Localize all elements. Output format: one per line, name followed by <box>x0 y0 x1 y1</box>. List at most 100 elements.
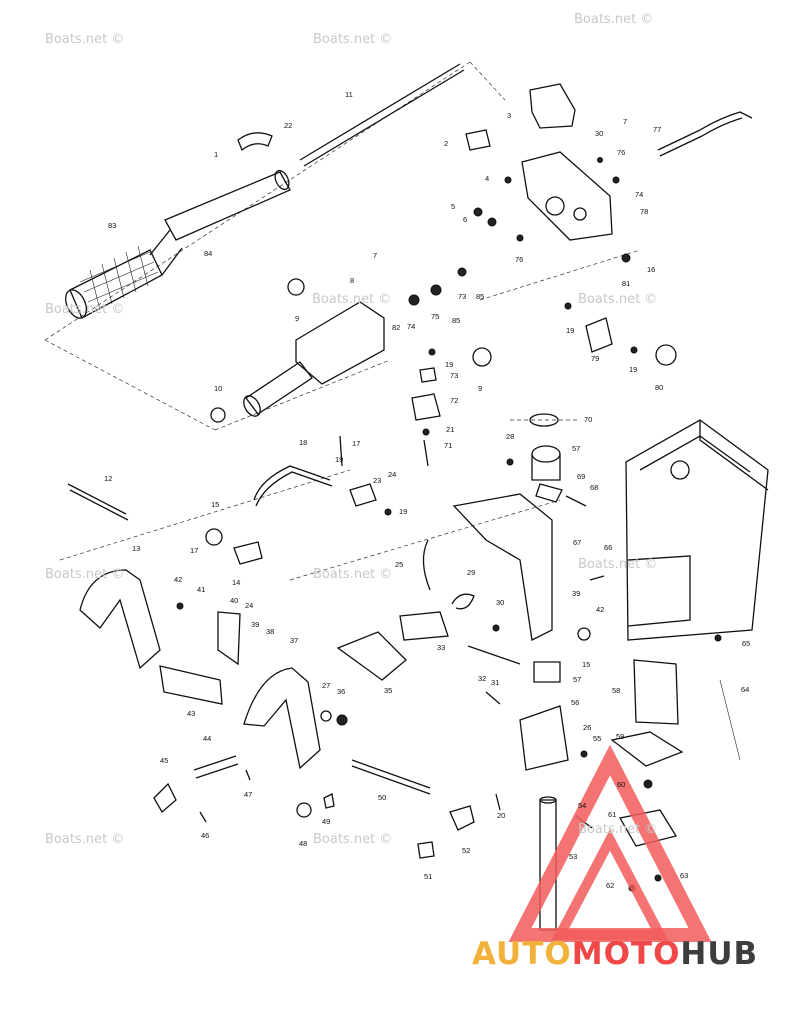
callout-74: 74 <box>635 190 643 199</box>
callout-21: 21 <box>446 425 454 434</box>
tiller-shaft-assembly <box>65 63 465 319</box>
callout-73: 73 <box>450 371 458 380</box>
watermark-text: Boats.net © <box>574 12 653 27</box>
callout-9: 9 <box>478 384 482 393</box>
watermark-text: Boats.net © <box>578 557 657 572</box>
watermark-text: Boats.net © <box>45 302 124 317</box>
brand-part-hub: HUB <box>680 936 759 972</box>
callout-61: 61 <box>608 810 616 819</box>
watermark-text: Boats.net © <box>313 832 392 847</box>
callout-24: 24 <box>245 601 253 610</box>
callout-8: 8 <box>350 276 354 285</box>
callout-58: 58 <box>612 686 620 695</box>
callout-33: 33 <box>437 643 445 652</box>
callout-30: 30 <box>595 129 603 138</box>
callout-19: 19 <box>629 365 637 374</box>
callout-67: 67 <box>573 538 581 547</box>
callout-78: 78 <box>640 207 648 216</box>
callout-42: 42 <box>596 605 604 614</box>
callout-66: 66 <box>604 543 612 552</box>
brand-triangle-logo <box>508 744 712 942</box>
callout-60: 60 <box>617 780 625 789</box>
callout-80: 80 <box>655 383 663 392</box>
callout-70: 70 <box>584 415 592 424</box>
callout-27: 27 <box>322 681 330 690</box>
callout-75: 75 <box>431 312 439 321</box>
callout-71: 71 <box>444 441 452 450</box>
callout-39: 39 <box>572 589 580 598</box>
callout-29: 29 <box>467 568 475 577</box>
callout-1: 1 <box>214 150 218 159</box>
callout-19: 19 <box>445 360 453 369</box>
callout-83: 83 <box>108 221 116 230</box>
callout-32: 32 <box>478 674 486 683</box>
watermark-text: Boats.net © <box>313 32 392 47</box>
callout-40: 40 <box>230 596 238 605</box>
callout-76: 76 <box>617 148 625 157</box>
callout-3: 3 <box>507 111 511 120</box>
callout-53: 53 <box>569 852 577 861</box>
watermark-layer: Boats.net © Boats.net © Boats.net © Boats.n… <box>45 12 657 847</box>
callout-19: 19 <box>335 455 343 464</box>
exhaust-housing-66 <box>625 419 769 761</box>
callout-35: 35 <box>384 686 392 695</box>
callout-79: 79 <box>591 354 599 363</box>
callout-11: 11 <box>345 90 353 99</box>
callout-46: 46 <box>201 831 209 840</box>
callout-19: 19 <box>566 326 574 335</box>
callout-14: 14 <box>232 578 240 587</box>
callout-42: 42 <box>174 575 182 584</box>
callout-59: 59 <box>616 732 624 741</box>
callout-85: 85 <box>452 316 460 325</box>
callout-57: 57 <box>573 675 581 684</box>
callout-41: 41 <box>197 585 205 594</box>
callout-51: 51 <box>424 872 432 881</box>
callout-38: 38 <box>266 627 274 636</box>
callout-2: 2 <box>444 139 448 148</box>
callout-74: 74 <box>407 322 415 331</box>
callout-39: 39 <box>251 620 259 629</box>
watermark-text: Boats.net © <box>45 832 124 847</box>
callout-13: 13 <box>132 544 140 553</box>
callout-68: 68 <box>590 483 598 492</box>
callout-25: 25 <box>395 560 403 569</box>
callout-64: 64 <box>741 685 749 694</box>
callout-81: 81 <box>622 279 630 288</box>
callout-30: 30 <box>496 598 504 607</box>
watermark-text: Boats.net © <box>45 567 124 582</box>
callout-7: 7 <box>623 117 627 126</box>
callout-77: 77 <box>653 125 661 134</box>
brand-part-auto: AUTO <box>472 936 572 972</box>
tilt-tube-50 <box>245 759 501 859</box>
callout-36: 36 <box>337 687 345 696</box>
brand-wordmark: AUTOMOTOHUB <box>472 936 758 972</box>
callout-55: 55 <box>593 734 601 743</box>
callout-82: 82 <box>392 323 400 332</box>
callout-49: 49 <box>322 817 330 826</box>
callout-23: 23 <box>373 476 381 485</box>
steering-bracket-assembly <box>465 83 753 263</box>
watermark-text: Boats.net © <box>578 292 657 307</box>
callout-10: 10 <box>214 384 222 393</box>
callout-22: 22 <box>284 121 292 130</box>
callout-84: 84 <box>204 249 212 258</box>
callout-50: 50 <box>378 793 386 802</box>
callout-37: 37 <box>290 636 298 645</box>
bracket-79-80 <box>564 302 677 366</box>
callout-18: 18 <box>299 438 307 447</box>
callout-19: 19 <box>399 507 407 516</box>
callout-48: 48 <box>299 839 307 848</box>
callout-45: 45 <box>160 756 168 765</box>
tilt-lock-linkage <box>336 539 521 681</box>
transom-bracket-37 <box>243 667 348 818</box>
callout-47: 47 <box>244 790 252 799</box>
callout-65: 65 <box>742 639 750 648</box>
callout-28: 28 <box>506 432 514 441</box>
callout-6: 6 <box>463 215 467 224</box>
callout-9: 9 <box>295 314 299 323</box>
callout-16: 16 <box>647 265 655 274</box>
callout-76: 76 <box>515 255 523 264</box>
watermark-text: Boats.net © <box>312 292 391 307</box>
